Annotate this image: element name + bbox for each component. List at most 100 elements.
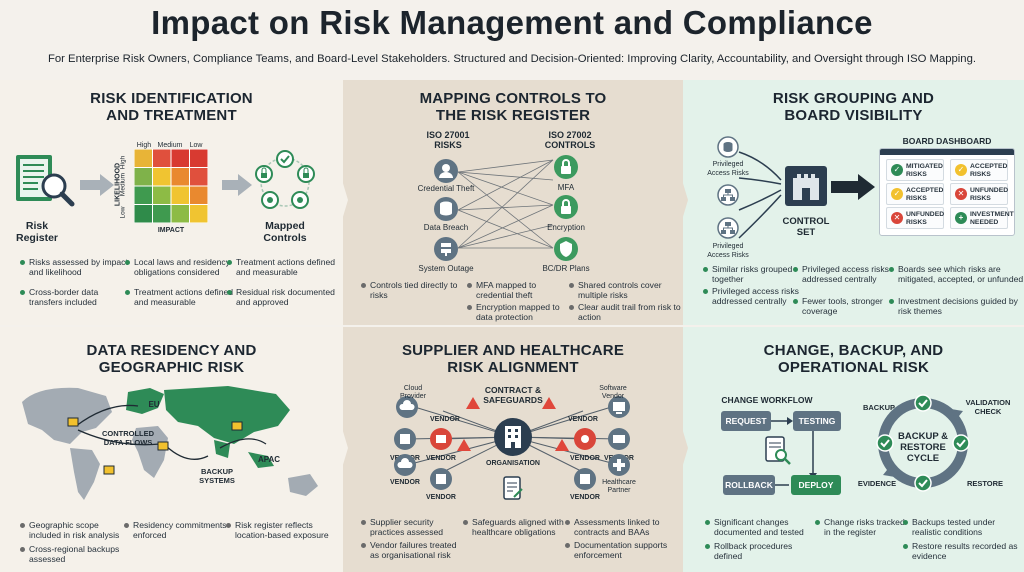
page-subtitle: For Enterprise Risk Owners, Compliance T… <box>47 53 977 65</box>
region-apac: APAC <box>257 455 281 464</box>
bullet: Backups tested under realistic condition… <box>903 517 1024 537</box>
cycle-restore: RESTORE <box>966 479 1004 488</box>
bullet: Residency commitments enforced <box>124 520 233 540</box>
panel-title: SUPPLIER AND HEALTHCARE RISK ALIGNMENT <box>343 342 683 376</box>
panel-mapping-controls: MAPPING CONTROLS TO THE RISK REGISTER IS… <box>343 80 683 325</box>
panel-data-residency: DATA RESIDENCY AND GEOGRAPHIC RISK EU AP… <box>0 327 343 572</box>
risk-heatmap <box>134 149 208 223</box>
check-icon: ✓ <box>955 164 967 176</box>
vendor-label: VENDOR <box>426 455 456 462</box>
close-icon: ✕ <box>891 212 903 224</box>
control-bcdr-plans: BC/DR Plans <box>542 264 590 273</box>
panel-title-line1: DATA RESIDENCY AND <box>86 342 257 359</box>
vendor-label: VENDOR <box>568 416 598 423</box>
panel-title-line1: RISK GROUPING AND <box>772 90 935 107</box>
cloud-provider-label: Cloud Provider <box>399 385 427 400</box>
bullet: Shared controls cover multiple risks <box>569 280 682 300</box>
bullet: Clear audit trail from risk to action <box>569 302 682 322</box>
panel-risk-grouping: RISK GROUPING AND BOARD VISIBILITY Privi… <box>683 80 1024 325</box>
vendor-label: VENDOR <box>426 494 456 501</box>
change-workflow-title: CHANGE WORKFLOW <box>721 395 813 405</box>
panel-title-line1: CHANGE, BACKUP, AND <box>763 342 944 359</box>
cycle-evidence: EVIDENCE <box>857 479 897 488</box>
arrow-right-icon <box>222 174 252 196</box>
cycle-validation-check: VALIDATION CHECK <box>965 398 1011 416</box>
dashboard-item-label: ACCEPTED RISKS <box>906 187 944 202</box>
dashboard-item-accepted: ✓ACCEPTED RISKS <box>886 183 944 205</box>
panel-divider-chevron <box>336 408 348 488</box>
bullet: Geographic scope included in risk analys… <box>20 520 125 540</box>
bullet: Documentation supports enforcement <box>565 540 682 560</box>
bullet: Local laws and residency obligations con… <box>125 257 234 277</box>
risk-register-label: Risk Register <box>15 220 58 244</box>
bullet: Encryption mapped to data protection <box>467 302 572 322</box>
workflow-request: REQUEST <box>721 411 771 431</box>
bullet: Privileged access risks addressed centra… <box>703 286 802 306</box>
mapped-controls-label: Mapped Controls <box>263 220 307 244</box>
bullet: Safeguards aligned with healthcare oblig… <box>463 517 568 537</box>
control-encryption: Encryption <box>547 223 585 232</box>
panel-title-line1: MAPPING CONTROLS TO <box>419 90 607 107</box>
organisation-building-icon <box>494 418 532 456</box>
dashboard-item-label: UNFUNDED RISKS <box>970 187 1009 202</box>
control-mfa: MFA <box>557 183 575 192</box>
dashboard-item-unfunded: ✕UNFUNDED RISKS <box>886 207 944 229</box>
risk-system-outage: System Outage <box>418 264 474 273</box>
vendor-label: VENDOR <box>570 455 600 462</box>
bullet: Treatment actions defined and measurable <box>125 287 234 307</box>
risk-credential-theft: Credential Theft <box>417 184 475 193</box>
bullet: Significant changes documented and teste… <box>705 517 818 537</box>
risk-data-breach: Data Breach <box>423 223 469 232</box>
heatmap-col-low: Low <box>189 142 203 149</box>
software-vendor-icon <box>608 396 630 418</box>
control-set-line1: CONTROL <box>782 216 830 227</box>
panel-title-line1: RISK IDENTIFICATION <box>90 90 253 107</box>
mfa-lock-icon <box>554 155 578 179</box>
dashboard-item-label: MITIGATED RISKS <box>906 163 943 178</box>
contract-safeguards-label: CONTRACT & SAFEGUARDS <box>483 385 543 405</box>
vendor-icon <box>430 468 452 490</box>
cycle-line3: CYCLE <box>906 453 940 464</box>
system-outage-icon <box>434 237 458 261</box>
encryption-lock-icon <box>554 195 578 219</box>
heatmap-row-medium: Medium <box>119 172 127 197</box>
organisation-label: ORGANISATION <box>486 460 540 467</box>
page-title: Impact on Risk Management and Compliance <box>151 4 873 41</box>
panel-title-line2: OPERATIONAL RISK <box>778 359 929 376</box>
panel-title-line2: GEOGRAPHIC RISK <box>98 359 245 376</box>
check-icon: ✓ <box>891 188 903 200</box>
bullet: Change risks tracked in the register <box>815 517 906 537</box>
panel-title: RISK GROUPING AND BOARD VISIBILITY <box>683 90 1024 124</box>
vendor-label: VENDOR <box>390 479 420 486</box>
document-search-icon <box>765 436 791 465</box>
vendor-icon <box>574 468 596 490</box>
panel-title-line1: SUPPLIER AND HEALTHCARE <box>401 342 625 359</box>
panel-title: RISK IDENTIFICATION AND TREATMENT <box>0 90 343 124</box>
world-map <box>22 386 318 500</box>
bullet: Cross-regional backups assessed <box>20 544 125 564</box>
cycle-line1: BACKUP & <box>898 431 948 442</box>
iso27001-header-line2: RISKS <box>434 140 462 150</box>
control-set-line2: SET <box>796 227 816 238</box>
workflow-testing: TESTING <box>793 411 841 431</box>
dashboard-item-investment: +INVESTMENT NEEDED <box>950 207 1014 229</box>
castle-icon <box>785 166 827 206</box>
bullet: Controls tied directly to risks <box>361 280 468 300</box>
bullet: Investment decisions guided by risk them… <box>889 296 1024 316</box>
dashboard-item-unfunded: ✕UNFUNDED RISKS <box>950 183 1008 205</box>
plus-icon: + <box>955 212 967 224</box>
credential-theft-icon <box>434 159 458 183</box>
privileged-access-risks-label: Privileged Access Risks <box>707 161 749 177</box>
vendor-label: VENDOR <box>430 416 460 423</box>
bullet: Privileged access risks addressed centra… <box>793 264 900 284</box>
panel-divider-chevron <box>676 160 688 240</box>
network-icon <box>717 184 739 206</box>
vendor-alert-icon <box>430 428 452 450</box>
workflow-deploy: DEPLOY <box>791 475 841 495</box>
panel-title-line2: BOARD VISIBILITY <box>784 107 923 124</box>
vendor-icon <box>394 454 416 476</box>
vendor-label: VENDOR <box>570 494 600 501</box>
risk-register-icon <box>16 155 75 207</box>
